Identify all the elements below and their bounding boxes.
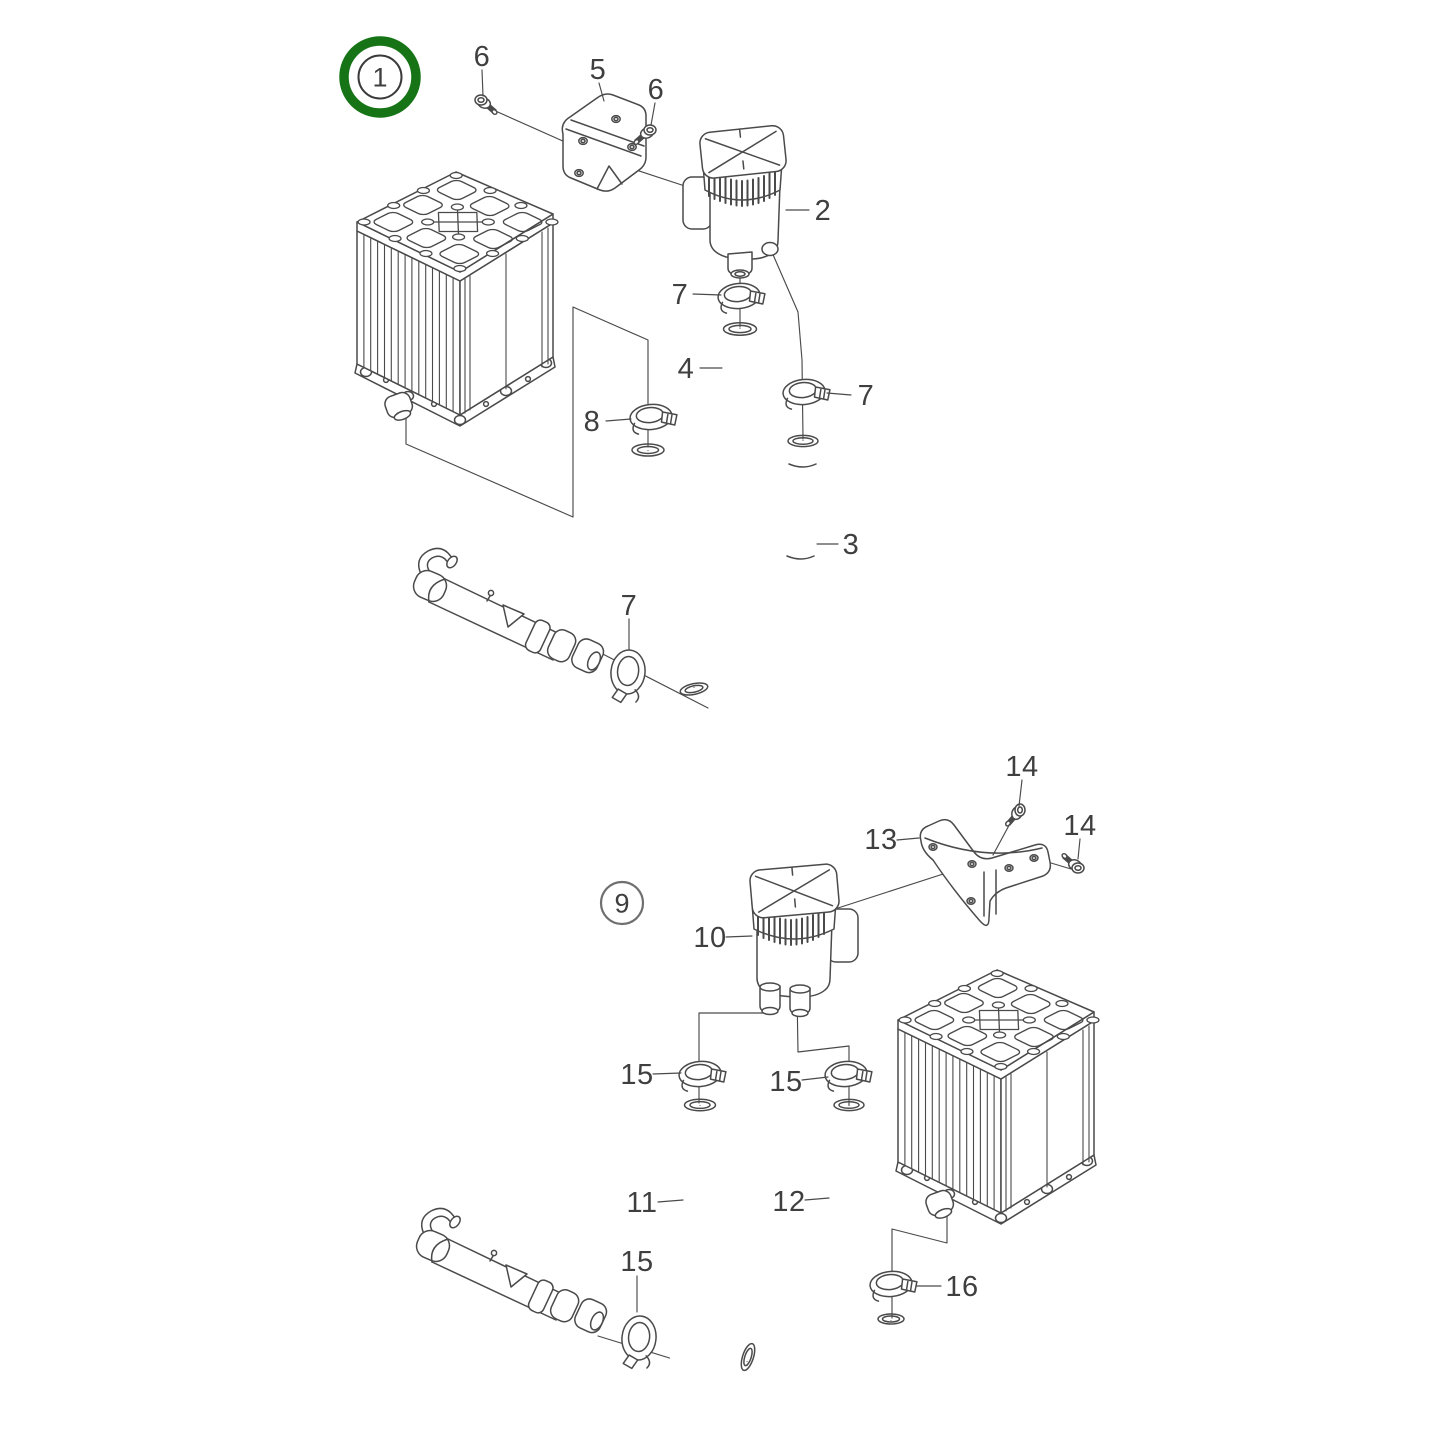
callout-6-bolt[interactable]: 6	[474, 41, 491, 73]
clamp-15a	[677, 1058, 729, 1093]
reservoir-10	[749, 863, 859, 1018]
mounting-bracket-5	[561, 93, 647, 192]
cooler-core-lower	[892, 967, 1106, 1225]
callout-2-reservoir[interactable]: 2	[815, 195, 832, 227]
callout-12-hose[interactable]: 12	[772, 1186, 805, 1218]
clamp-7b	[781, 376, 833, 411]
clamp-8	[628, 401, 680, 436]
clamp-16	[868, 1268, 920, 1303]
assembly-badge-9-number: 9	[614, 888, 629, 918]
clamp-7a	[716, 280, 768, 315]
hose-3	[679, 434, 819, 696]
hose-4	[631, 322, 758, 539]
callout-6-bolt[interactable]: 6	[648, 74, 665, 106]
callout-3-hose[interactable]: 3	[843, 529, 860, 561]
bolt-14b	[1061, 853, 1084, 873]
clamp-15b	[823, 1058, 875, 1093]
assembly-badge-9[interactable]: 9	[599, 880, 645, 926]
callout-8-clamp[interactable]: 8	[584, 406, 601, 438]
assembly-badge-1-number: 1	[372, 62, 387, 92]
hose-11	[669, 1098, 762, 1402]
callout-14-bolt[interactable]: 14	[1005, 751, 1038, 783]
callout-7-clamp[interactable]: 7	[621, 590, 638, 622]
oil-pipe-upper	[409, 547, 608, 677]
callout-14-bolt[interactable]: 14	[1063, 810, 1096, 842]
callout-13-bracket[interactable]: 13	[864, 824, 897, 856]
cooler-core-upper	[351, 169, 565, 427]
bolt-6a	[475, 95, 498, 115]
clamp-7c	[607, 647, 648, 706]
callout-7-clamp[interactable]: 7	[858, 380, 875, 412]
leader-lines	[481, 69, 1081, 1313]
callout-16-clamp[interactable]: 16	[945, 1271, 978, 1303]
bolt-14a	[1005, 804, 1025, 827]
callout-15-clamp[interactable]: 15	[620, 1246, 653, 1278]
callout-7-clamp[interactable]: 7	[672, 279, 689, 311]
callout-10-reservoir[interactable]: 10	[693, 922, 726, 954]
hose-12	[823, 1098, 905, 1383]
callout-5-bracket[interactable]: 5	[590, 54, 607, 86]
callout-4-hose[interactable]: 4	[678, 353, 695, 385]
mounting-bracket-13	[919, 818, 1052, 927]
callout-15-clamp[interactable]: 15	[620, 1059, 653, 1091]
oil-pipe-lower	[412, 1207, 611, 1337]
callout-11-hose[interactable]: 11	[626, 1187, 657, 1219]
reservoir-2	[682, 124, 787, 279]
callout-15-clamp[interactable]: 15	[769, 1066, 802, 1098]
assembly-badge-1[interactable]: 1	[339, 36, 421, 118]
clamp-15c	[618, 1313, 659, 1372]
